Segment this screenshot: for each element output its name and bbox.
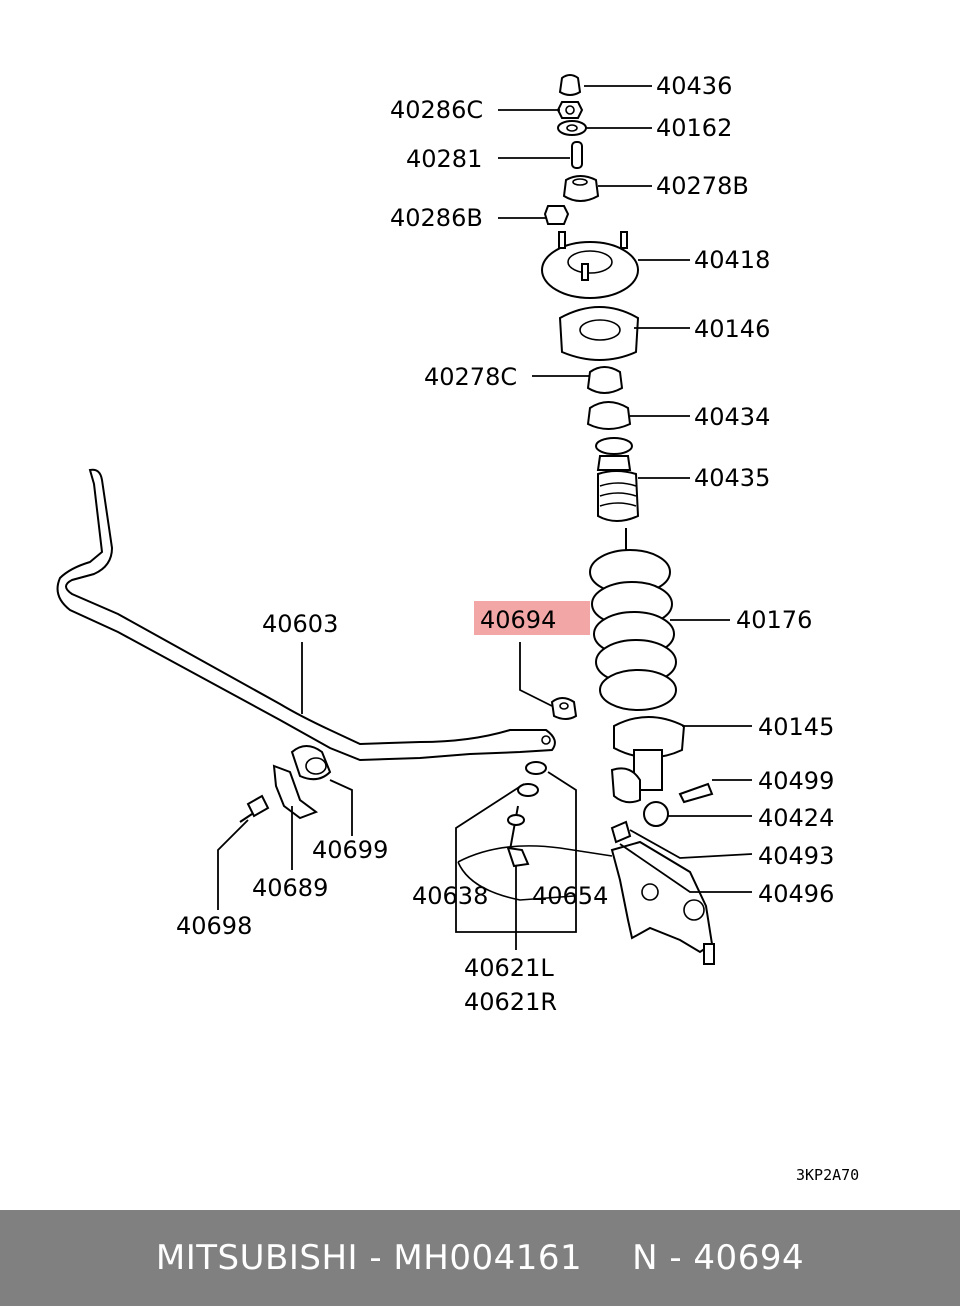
callout-40621r: 40621R [464, 988, 557, 1016]
callout-40654: 40654 [532, 882, 608, 910]
link-washer-part [517, 783, 539, 797]
spring-seat-upper-part [558, 306, 640, 361]
parts-diagram: 40436 40286C 40162 40281 40278B 40286B 4… [56, 72, 859, 1184]
callout-40434: 40434 [694, 403, 770, 431]
callout-40424: 40424 [758, 804, 834, 832]
highlight-box [474, 601, 590, 635]
strut-part [610, 716, 714, 827]
bushing-c-part [586, 366, 624, 394]
callout-40689: 40689 [252, 874, 328, 902]
bushing-upper-part [562, 175, 600, 202]
callout-40145: 40145 [758, 713, 834, 741]
bracket-part [272, 764, 319, 820]
dust-cover-part [586, 401, 632, 430]
leader-lines [217, 85, 753, 950]
footer-ref: N - 40694 [632, 1238, 805, 1278]
highlighted-bushing-part [550, 697, 578, 720]
callout-40694: 40694 [480, 606, 556, 634]
washer-part [557, 120, 587, 136]
bolt-part [239, 794, 270, 823]
callout-40699: 40699 [312, 836, 388, 864]
footer-brand-part: MITSUBISHI - MH004161 [155, 1238, 583, 1278]
callout-40418: 40418 [694, 246, 770, 274]
callout-40436: 40436 [656, 72, 732, 100]
diagram-code: 3KP2A70 [796, 1166, 859, 1184]
callout-40496: 40496 [758, 880, 834, 908]
callout-40281: 40281 [406, 145, 482, 173]
footer-bar: MITSUBISHI - MH004161 N - 40694 [0, 1210, 960, 1306]
callout-40698: 40698 [176, 912, 252, 940]
link-washer-upper-part [525, 761, 547, 775]
callout-40638: 40638 [412, 882, 488, 910]
callout-40286b: 40286B [390, 204, 483, 232]
bump-stopper-part [595, 437, 640, 522]
stabilizer-bushing-part [290, 745, 332, 781]
coil-spring-part [589, 528, 677, 711]
callout-40286c: 40286C [390, 96, 483, 124]
callout-40278c: 40278C [424, 363, 517, 391]
callout-40176: 40176 [736, 606, 812, 634]
callout-40493: 40493 [758, 842, 834, 870]
callout-40146: 40146 [694, 315, 770, 343]
cap-part [558, 74, 582, 96]
strut-mount-part [541, 231, 639, 299]
nut-lower-part [543, 205, 570, 225]
collar-part [571, 141, 583, 169]
callout-40278b: 40278B [656, 172, 749, 200]
callout-40621l: 40621L [464, 954, 554, 982]
link-bolt-part [506, 805, 530, 868]
callout-40499: 40499 [758, 767, 834, 795]
stabilizer-bar-part [56, 468, 556, 762]
nut-part [556, 101, 584, 119]
callout-40603: 40603 [262, 610, 338, 638]
lower-arm-part [457, 845, 613, 901]
callout-40162: 40162 [656, 114, 732, 142]
callout-40435: 40435 [694, 464, 770, 492]
knuckle-part [610, 820, 715, 965]
